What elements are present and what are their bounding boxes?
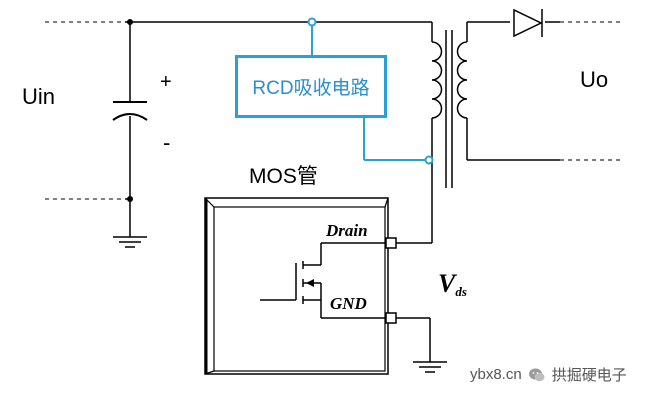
ground-symbol-mos [413,361,447,373]
ground-symbol-input [113,236,147,248]
input-voltage-label: Uin [22,84,56,109]
junction-dots [127,19,133,202]
watermark: ybx8.cn 拱掘硬电子 [470,364,627,385]
vds-label: Vds [438,269,467,299]
wires [125,21,560,362]
output-diode [513,8,543,38]
rcd-junction-dots [307,17,434,165]
mosfet-arrow [306,279,314,287]
input-capacitor [112,101,148,121]
vds-subscript: ds [455,284,467,299]
watermark-brand: 拱掘硬电子 [551,367,627,384]
mos-title-label: MOS管 [249,165,318,188]
mosfet-symbol [260,242,386,319]
capacitor-minus-label: - [163,130,171,155]
watermark-site: ybx8.cn [470,366,522,383]
rcd-snubber-block: RCD吸收电路 [235,55,387,118]
mos-package [204,197,389,375]
output-voltage-label: Uo [580,67,609,92]
capacitor-plus-label: + [160,71,172,93]
vds-main: V [438,269,456,298]
rcd-wires [311,22,432,161]
dashed-rails [45,21,620,200]
rcd-snubber-label: RCD吸收电路 [252,78,370,99]
gnd-pin-label: GND [330,294,367,313]
drain-pin-label: Drain [326,221,368,240]
wechat-icon [528,368,545,381]
transformer [431,30,468,188]
